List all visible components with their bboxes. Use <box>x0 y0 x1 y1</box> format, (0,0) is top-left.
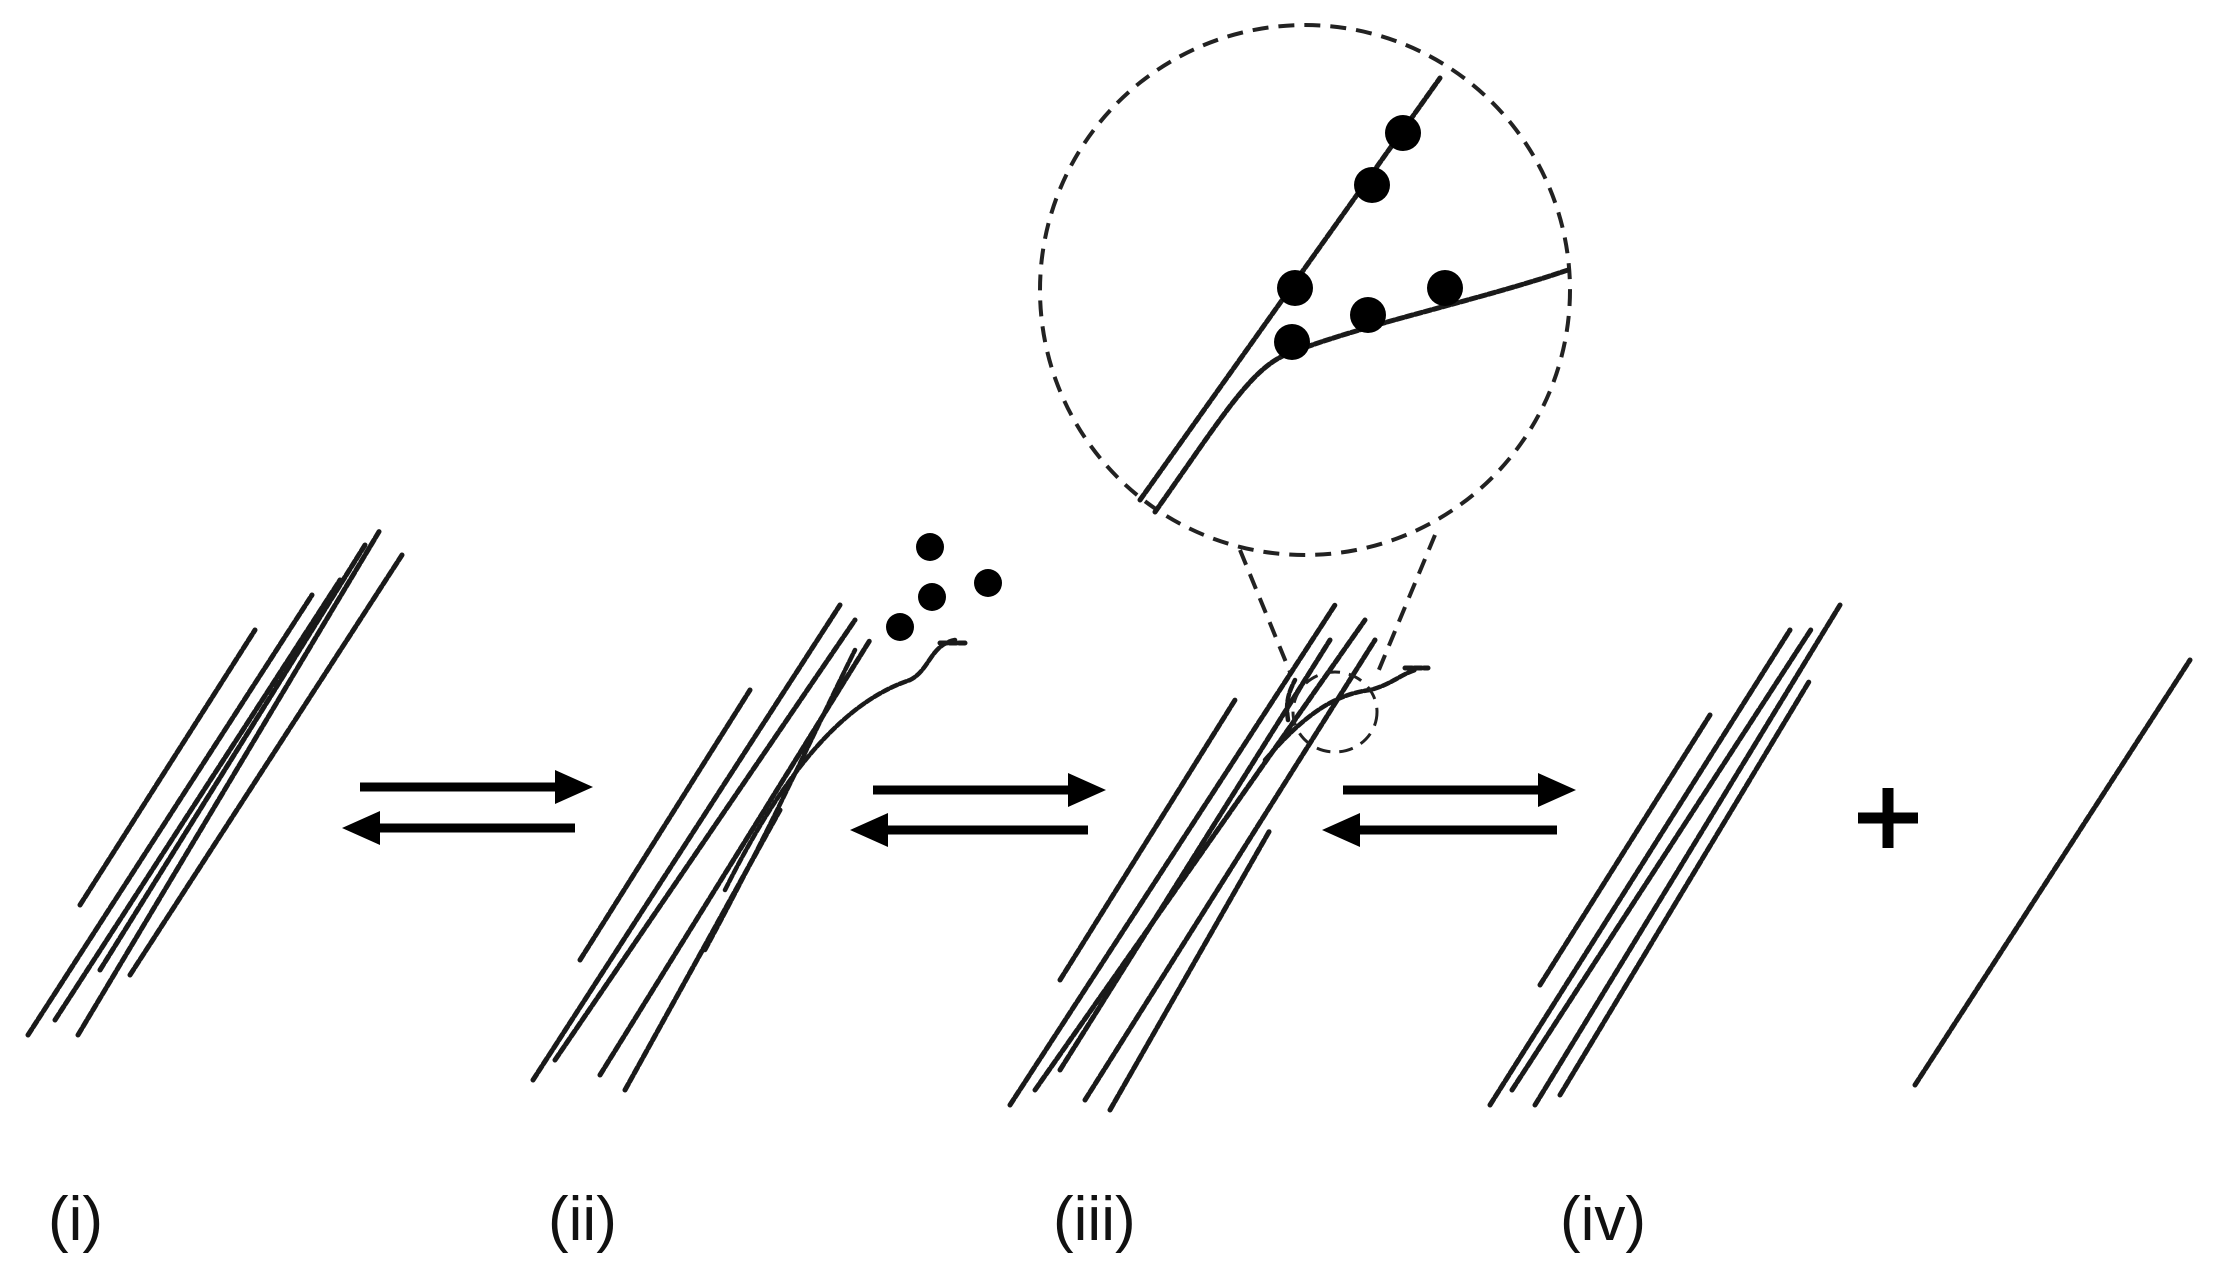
bundle-stage-iii <box>1007 602 1431 1113</box>
bound-bead <box>1277 270 1313 306</box>
bundle-stage-iv <box>1487 602 1843 1108</box>
plus-sign <box>1858 788 1918 848</box>
bound-bead <box>1354 167 1390 203</box>
bound-bead <box>1274 324 1310 360</box>
magnified-view <box>1038 23 1572 673</box>
stage-label-ii: (ii) <box>548 1185 617 1254</box>
bundle-stage-ii <box>530 533 1002 1093</box>
bound-bead <box>1350 297 1386 333</box>
stage-label-iii: (iii) <box>1053 1185 1136 1254</box>
equilibrium-arrows-1 <box>342 770 593 845</box>
zoom-region-marker <box>1291 670 1379 754</box>
equilibrium-arrows-2 <box>850 773 1106 847</box>
equilibrium-arrows-3 <box>1322 773 1576 847</box>
stage-label-i: (i) <box>48 1185 103 1254</box>
bundle-stage-i <box>25 527 405 1038</box>
bound-bead <box>1385 115 1421 151</box>
bound-bead <box>1427 270 1463 306</box>
released-strand <box>1912 657 2193 1088</box>
stage-label-iv: (iv) <box>1560 1185 1646 1254</box>
